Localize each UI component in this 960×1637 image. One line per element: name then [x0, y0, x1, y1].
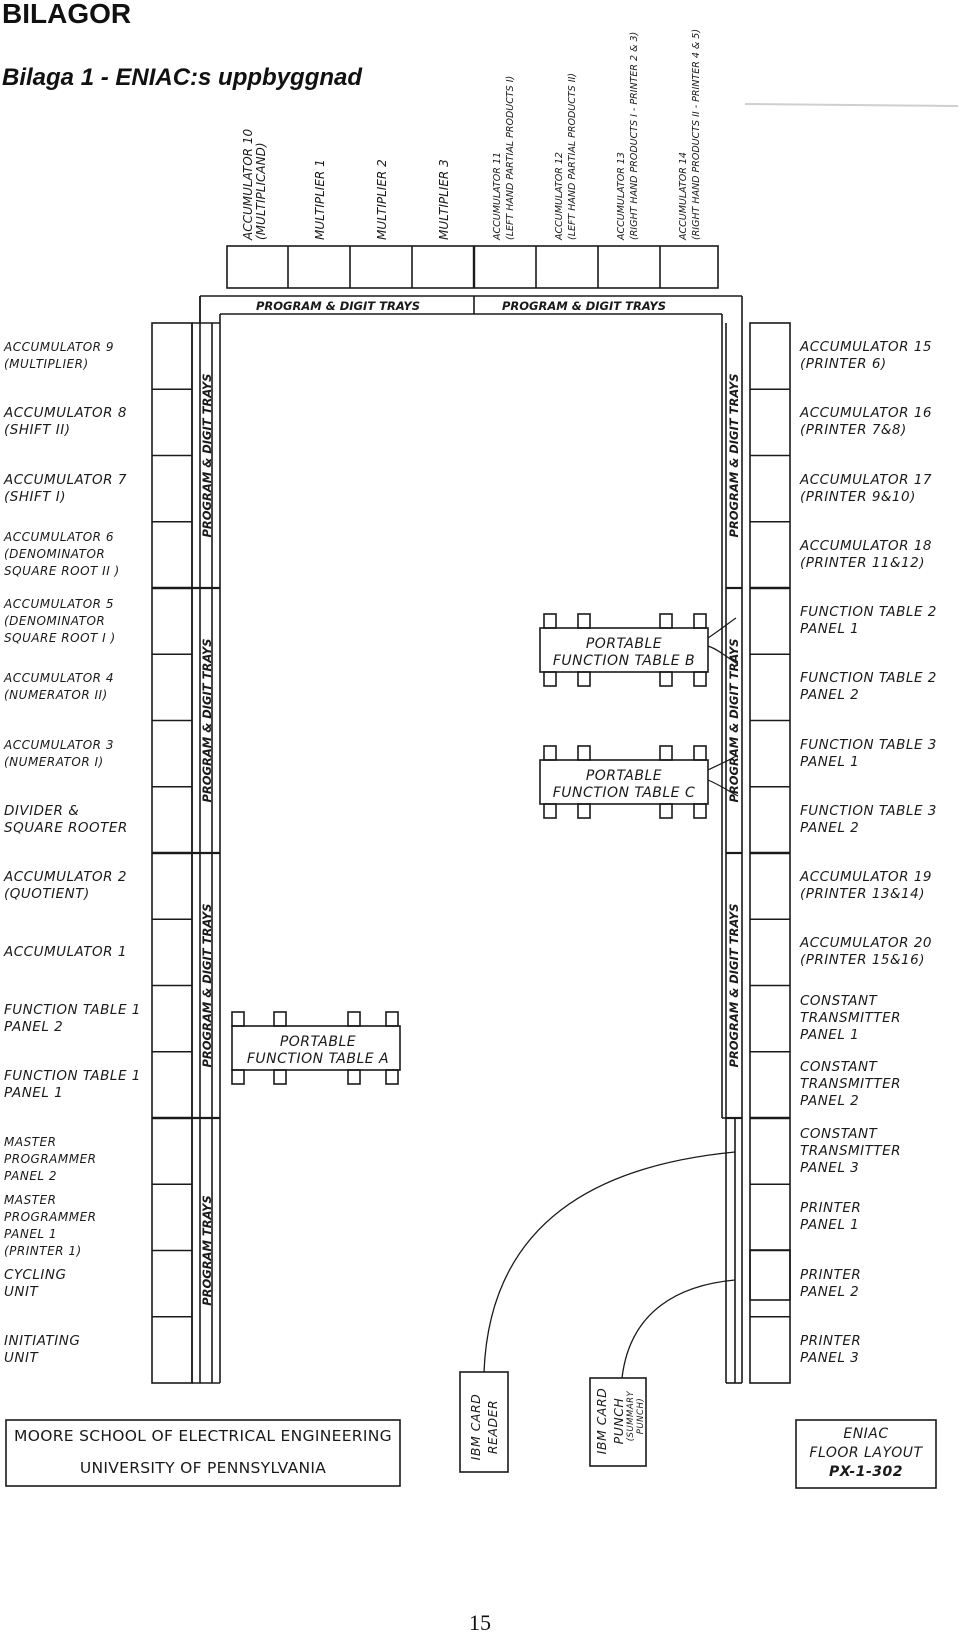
portable-function-table-c-label: PORTABLE FUNCTION TABLE C — [552, 768, 696, 801]
top-tray-label-left: PROGRAM & DIGIT TRAYS — [256, 299, 420, 313]
right-unit-label: PRINTER PANEL 2 — [800, 1266, 862, 1300]
moore-school-line2: UNIVERSITY OF PENNSYLVANIA — [79, 1459, 327, 1477]
left-unit-label: FUNCTION TABLE 1 PANEL 2 — [4, 1001, 141, 1035]
left-unit-label: ACCUMULATOR 3 (NUMERATOR I) — [4, 737, 114, 769]
right-tray-label: PROGRAM & DIGIT TRAYS — [727, 373, 741, 537]
left-unit-label: ACCUMULATOR 1 — [4, 943, 127, 960]
top-unit-label: ACCUMULATOR 13(RIGHT HAND PRODUCTS I - P… — [616, 32, 640, 241]
top-unit-label: MULTIPLIER 3 — [437, 159, 451, 240]
left-unit-label: INITIATING UNIT — [4, 1332, 81, 1366]
left-unit-label: ACCUMULATOR 7 (SHIFT I) — [4, 471, 127, 505]
top-unit-label: MULTIPLIER 2 — [375, 159, 389, 240]
right-unit-label: CONSTANT TRANSMITTER PANEL 2 — [800, 1059, 902, 1110]
right-unit-label: PRINTER PANEL 3 — [800, 1332, 862, 1366]
portable-function-table-b-label: PORTABLE FUNCTION TABLE B — [552, 636, 696, 669]
left-unit-label: MASTER PROGRAMMER PANEL 1 (PRINTER 1) — [4, 1192, 97, 1258]
top-tray-label-right: PROGRAM & DIGIT TRAYS — [502, 299, 666, 313]
top-unit-label: ACCUMULATOR 12(LEFT HAND PARTIAL PRODUCT… — [554, 73, 578, 241]
right-unit-label: CONSTANT TRANSMITTER PANEL 1 — [800, 993, 902, 1044]
ibm-card-punch-label: IBM CARD PUNCH — [594, 1387, 626, 1455]
left-unit-label: DIVIDER & SQUARE ROOTER — [4, 802, 128, 836]
left-unit-label: ACCUMULATOR 6 (DENOMINATOR SQUARE ROOT I… — [4, 530, 120, 579]
right-unit-label: FUNCTION TABLE 3 PANEL 1 — [800, 736, 937, 770]
appendix-heading: BILAGOR — [2, 0, 132, 29]
top-unit-label: ACCUMULATOR 11(LEFT HAND PARTIAL PRODUCT… — [492, 76, 516, 241]
moore-school-line1: MOORE SCHOOL OF ELECTRICAL ENGINEERING — [14, 1427, 392, 1445]
right-unit-label: ACCUMULATOR 17 (PRINTER 9&10) — [800, 471, 932, 505]
floor-layout-line1: ENIAC — [843, 1426, 889, 1442]
floor-layout-line2: FLOOR LAYOUT — [809, 1445, 923, 1461]
floor-layout-drawing-number: PX-1-302 — [829, 1464, 903, 1480]
right-unit-label: ACCUMULATOR 16 (PRINTER 7&8) — [800, 405, 932, 439]
left-tray-label: PROGRAM & DIGIT TRAYS — [200, 373, 214, 537]
portable-function-table-a-label: PORTABLE FUNCTION TABLE A — [246, 1034, 390, 1067]
left-unit-label: MASTER PROGRAMMER PANEL 2 — [4, 1135, 97, 1184]
appendix-subheading: Bilaga 1 - ENIAC:s uppbyggnad — [2, 64, 363, 91]
right-unit-label: FUNCTION TABLE 3 PANEL 2 — [800, 802, 937, 836]
right-unit-label: FUNCTION TABLE 2 PANEL 2 — [800, 670, 937, 704]
page-number: 15 — [469, 1610, 491, 1635]
right-unit-label: ACCUMULATOR 20 (PRINTER 15&16) — [800, 935, 932, 969]
right-unit-label: PRINTER PANEL 1 — [800, 1200, 862, 1234]
left-tray-label: PROGRAM TRAYS — [200, 1195, 214, 1306]
ibm-card-punch-note: (SUMMARY PUNCH) — [626, 1390, 646, 1442]
left-unit-label: CYCLING UNIT — [4, 1266, 67, 1300]
right-unit-label: ACCUMULATOR 19 (PRINTER 13&14) — [800, 869, 932, 903]
top-unit-label: MULTIPLIER 1 — [313, 159, 327, 240]
left-unit-label: ACCUMULATOR 2 (QUOTIENT) — [4, 869, 127, 903]
left-unit-label: ACCUMULATOR 9 (MULTIPLIER) — [4, 340, 114, 372]
top-unit-label: ACCUMULATOR 10(MULTIPLICAND) — [241, 129, 268, 241]
left-unit-label: FUNCTION TABLE 1 PANEL 1 — [4, 1067, 141, 1101]
left-tray-label: PROGRAM & DIGIT TRAYS — [200, 903, 214, 1067]
ibm-card-reader-label: IBM CARD READER — [468, 1393, 500, 1461]
left-unit-label: ACCUMULATOR 5 (DENOMINATOR SQUARE ROOT I… — [4, 596, 116, 645]
left-tray-label: PROGRAM & DIGIT TRAYS — [200, 638, 214, 802]
top-unit-label: ACCUMULATOR 14(RIGHT HAND PRODUCTS II - … — [678, 29, 702, 241]
right-unit-label: ACCUMULATOR 18 (PRINTER 11&12) — [800, 537, 932, 571]
right-unit-label: FUNCTION TABLE 2 PANEL 1 — [800, 604, 937, 638]
left-unit-label: ACCUMULATOR 8 (SHIFT II) — [4, 405, 127, 439]
right-unit-label: ACCUMULATOR 15 (PRINTER 6) — [800, 339, 932, 373]
right-tray-label: PROGRAM & DIGIT TRAYS — [727, 638, 741, 802]
right-tray-label: PROGRAM & DIGIT TRAYS — [727, 903, 741, 1067]
right-unit-label: CONSTANT TRANSMITTER PANEL 3 — [800, 1125, 902, 1176]
left-unit-label: ACCUMULATOR 4 (NUMERATOR II) — [4, 671, 114, 703]
